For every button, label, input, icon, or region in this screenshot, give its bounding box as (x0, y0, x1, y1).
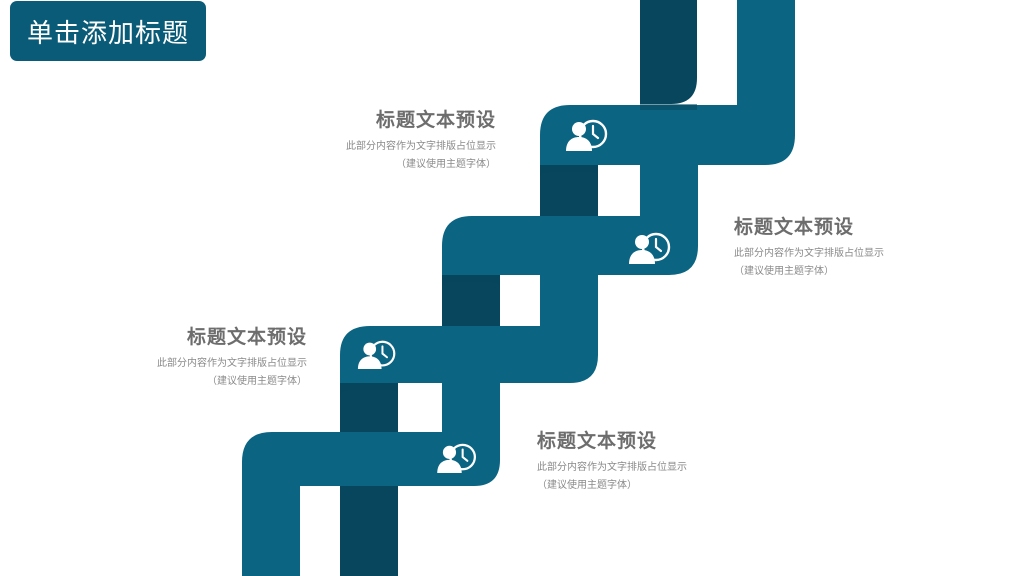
page-title: 单击添加标题 (26, 18, 189, 49)
ribbon-light-bands (242, 0, 795, 576)
step-note: （建议使用主题字体） (734, 266, 834, 277)
step-heading: 标题文本预设 (186, 326, 307, 348)
step-note: （建议使用主题字体） (396, 159, 496, 170)
step-desc: 此部分内容作为文字排版占位显示 (537, 462, 687, 473)
step-note: （建议使用主题字体） (537, 480, 637, 491)
step-label-4: 标题文本预设 此部分内容作为文字排版占位显示 （建议使用主题字体） (537, 426, 727, 495)
step-label-2: 标题文本预设 此部分内容作为文字排版占位显示 （建议使用主题字体） (734, 212, 924, 281)
step-desc: 此部分内容作为文字排版占位显示 (734, 248, 884, 259)
step-heading: 标题文本预设 (537, 430, 658, 452)
step-desc: 此部分内容作为文字排版占位显示 (157, 358, 307, 369)
step-note: （建议使用主题字体） (207, 376, 307, 387)
step-label-1: 标题文本预设 此部分内容作为文字排版占位显示 （建议使用主题字体） (320, 105, 496, 174)
step-heading: 标题文本预设 (375, 109, 496, 131)
step-heading: 标题文本预设 (734, 216, 855, 238)
ribbon-dark-strands (340, 0, 697, 576)
step-desc: 此部分内容作为文字排版占位显示 (346, 141, 496, 152)
ribbon-shading (340, 104, 697, 398)
page-title-box: 单击添加标题 (10, 1, 206, 61)
step-label-3: 标题文本预设 此部分内容作为文字排版占位显示 （建议使用主题字体） (130, 322, 307, 391)
